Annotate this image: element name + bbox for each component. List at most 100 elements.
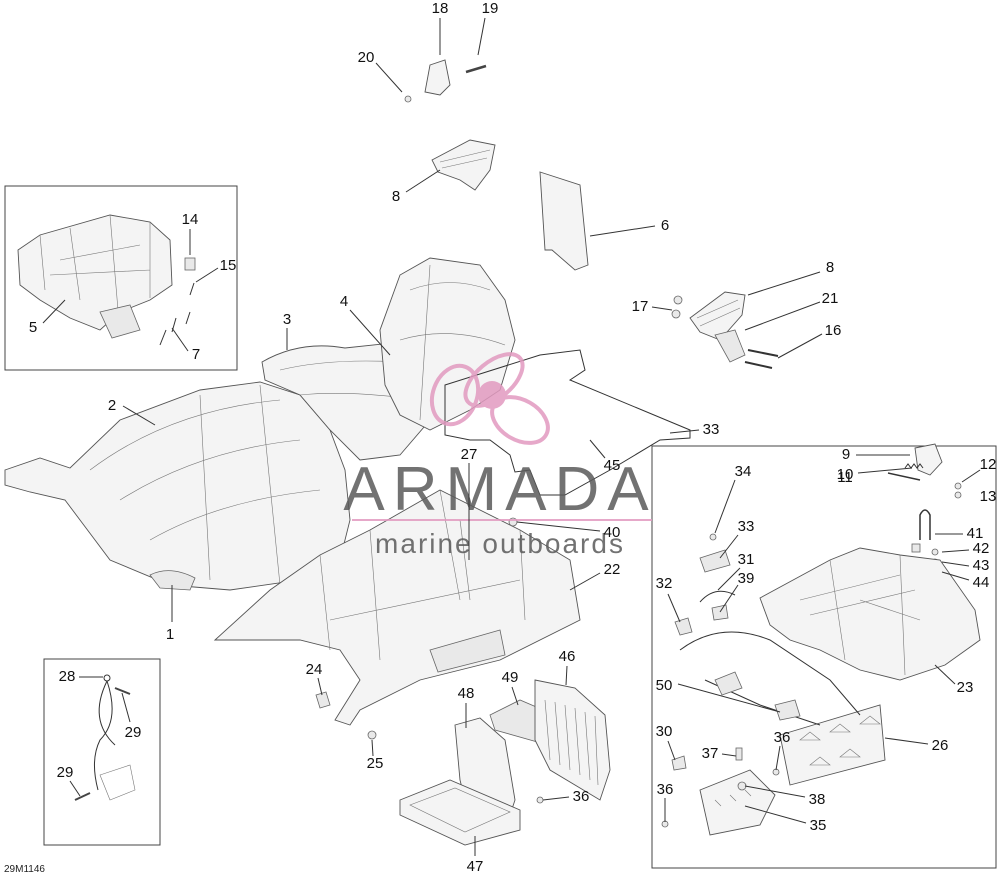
part-28-tether-cord [94,674,116,791]
part-19-pin [465,64,487,74]
part-41-nut [911,543,921,553]
callout-c40: 40 [604,524,621,541]
leader-line-c36a [775,745,781,771]
part-23-rear-deck [759,547,981,681]
callout-c19: 19 [482,0,499,17]
leader-line-c49 [511,686,519,706]
leader-line-c29a [121,692,131,723]
callout-c28: 28 [59,668,76,685]
callout-c5: 5 [29,319,37,336]
callout-c2: 2 [108,397,116,414]
part-36-screws-frame [661,768,780,828]
leader-line-c45 [589,439,606,459]
callout-c47: 47 [467,858,484,875]
leader-line-c31 [717,567,741,591]
callout-c10: 10 [837,466,854,483]
callout-c9: 9 [842,446,850,463]
part-27-divider [459,519,471,601]
callout-c23: 23 [957,679,974,696]
part-46-grille [534,679,611,801]
callout-c14: 14 [182,211,199,228]
part-6-panel [539,171,589,271]
callout-c22: 22 [604,561,621,578]
callout-c36b: 36 [657,781,674,798]
callout-c45: 45 [604,457,621,474]
leader-line-c36c [542,796,570,801]
part-33-pad [699,549,731,573]
part-35-bracket-plate [699,769,776,836]
leader-line-c39 [719,584,739,613]
leader-line-c16 [777,333,823,359]
callout-c43: 43 [973,557,990,574]
callout-c21: 21 [822,290,839,307]
callout-c42: 42 [973,540,990,557]
part-10-spring [904,463,924,469]
part-2-driver-seat [4,381,351,591]
callout-c4: 4 [340,293,348,310]
part-18-hinge-bracket [424,59,451,96]
callout-c27: 27 [461,446,478,463]
leader-line-c21 [744,301,821,331]
callout-c3: 3 [283,311,291,328]
leader-line-c44 [941,571,970,581]
leader-line-c2 [122,405,156,426]
callout-c44: 44 [973,574,990,591]
part-37-spacer [735,747,743,761]
leader-line-c8a [405,169,441,193]
leader-line-c25 [371,739,374,757]
part-42-washer [931,548,939,556]
callout-c24: 24 [306,661,323,678]
part-39-grommet [711,604,729,621]
part-29-pin-top [114,687,131,695]
part-45-seat-liner [444,349,691,496]
leader-line-c7 [171,327,189,352]
part-47-tray [399,779,521,846]
callout-c16: 16 [825,322,842,339]
part-8-grab-handle-right [689,291,746,341]
leader-line-c37 [721,753,737,757]
leader-line-c30 [667,740,676,761]
leader-line-c50 [677,683,781,713]
leader-line-c43 [941,561,970,567]
callout-c49: 49 [502,669,519,686]
callout-c8b: 8 [826,259,834,276]
part-11-bolt [887,472,921,481]
watermark-tagline: marine outboards [375,528,625,559]
part-25-plug [367,730,377,740]
leader-line-c5 [42,299,66,324]
drawing-code: 29M1146 [4,864,45,875]
callout-c12: 12 [980,456,997,473]
leader-line-c33a [669,429,700,434]
callout-c6: 6 [661,217,669,234]
callout-c25: 25 [367,755,384,772]
part-41-u-bolt [919,509,931,540]
part-9-latch [914,443,943,476]
leader-line-c38 [744,785,806,798]
callout-c29b: 29 [57,764,74,781]
callout-c46: 46 [559,648,576,665]
callout-c7: 7 [192,346,200,363]
callout-c32: 32 [656,575,673,592]
part-21-handle-bracket [714,329,746,363]
callout-c20: 20 [358,49,375,66]
leader-line-c12 [961,469,981,483]
leader-line-c20 [375,62,403,93]
part-12-screw [954,482,962,490]
callout-c18: 18 [432,0,449,17]
part-30-clip [671,755,687,771]
part-8-grab-handle-top [431,139,496,191]
part-16-bolts [744,349,779,369]
inset-box-front-bracket [4,185,238,371]
leader-line-c46 [565,665,568,686]
leader-line-c32 [667,593,681,623]
part-20-nut [404,95,412,103]
leader-line-c22 [569,572,601,591]
part-17-screws [671,295,683,319]
callout-c33a: 33 [703,421,720,438]
leader-line-c17 [651,306,673,311]
part-32-clip [674,617,693,636]
leader-line-c8b [747,271,821,296]
